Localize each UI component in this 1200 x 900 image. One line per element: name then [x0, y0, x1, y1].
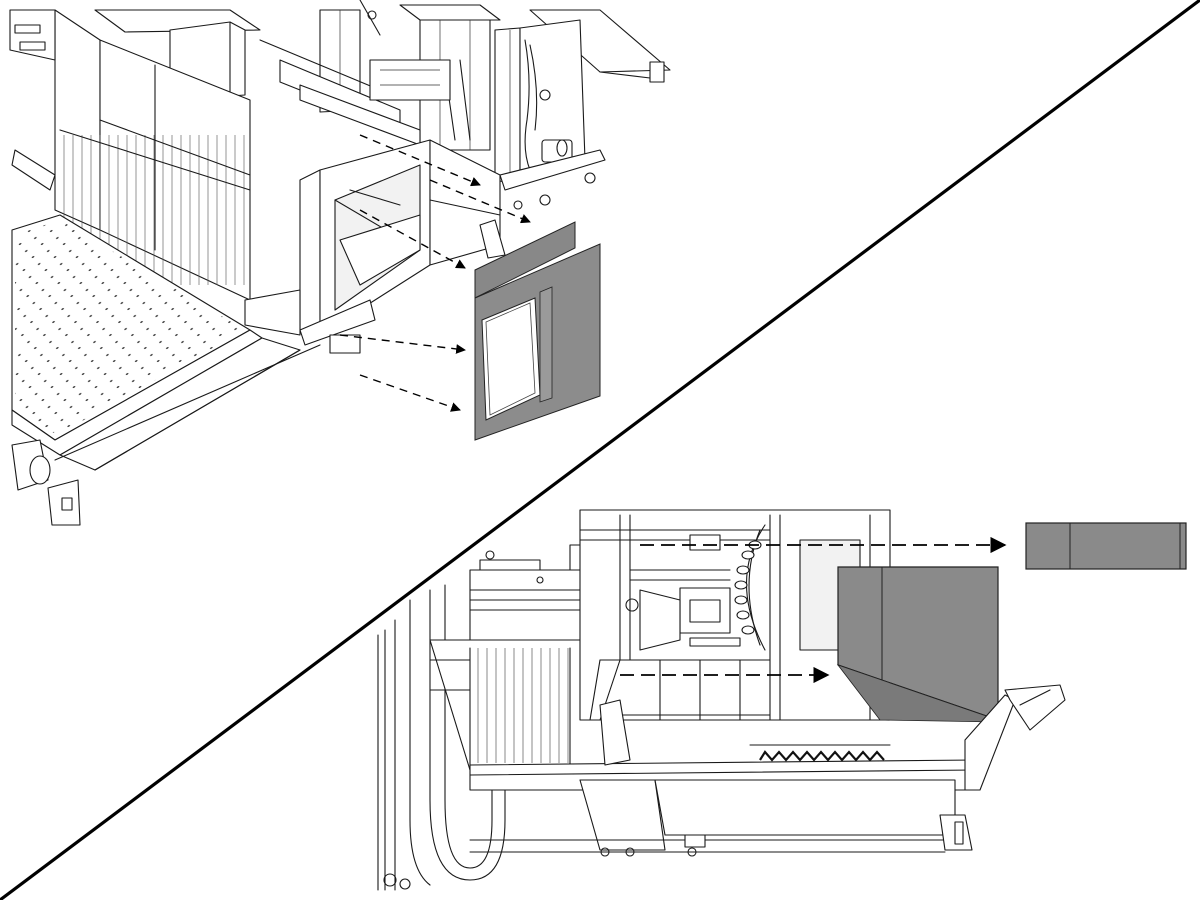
machine-base [469, 684, 1066, 857]
upper-explode-arrows [339, 134, 531, 412]
left-housing [9, 9, 251, 301]
spindle-section [579, 509, 891, 721]
removed-side-cover [1025, 522, 1187, 570]
perforated-table [11, 214, 321, 526]
door-frame [244, 139, 506, 354]
lower-explode-arrows [620, 536, 1007, 684]
right-cabinet [359, 0, 606, 210]
side-machine-view [377, 509, 1187, 891]
removed-door-panel [474, 221, 601, 441]
isometric-machine-view [9, 0, 671, 526]
